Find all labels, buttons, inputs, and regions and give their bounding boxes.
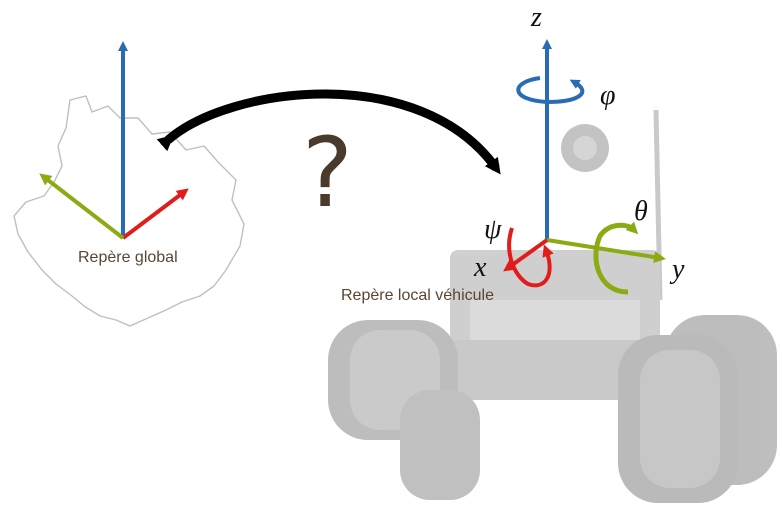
global-frame-label: Repère global bbox=[78, 249, 178, 266]
yaw-rotation-arrow bbox=[518, 78, 582, 102]
question-mark: ? bbox=[302, 117, 353, 229]
local-x-label: x bbox=[473, 252, 487, 283]
map-outline-icon bbox=[14, 96, 244, 326]
local-y-label: y bbox=[669, 254, 685, 285]
local-z-label: z bbox=[530, 2, 542, 33]
yaw-label: φ bbox=[600, 80, 616, 111]
pitch-label: θ bbox=[634, 196, 648, 227]
vehicle-icon bbox=[328, 110, 777, 503]
local-frame-label: Repère local véhicule bbox=[341, 287, 494, 304]
roll-label: ψ bbox=[484, 214, 502, 245]
